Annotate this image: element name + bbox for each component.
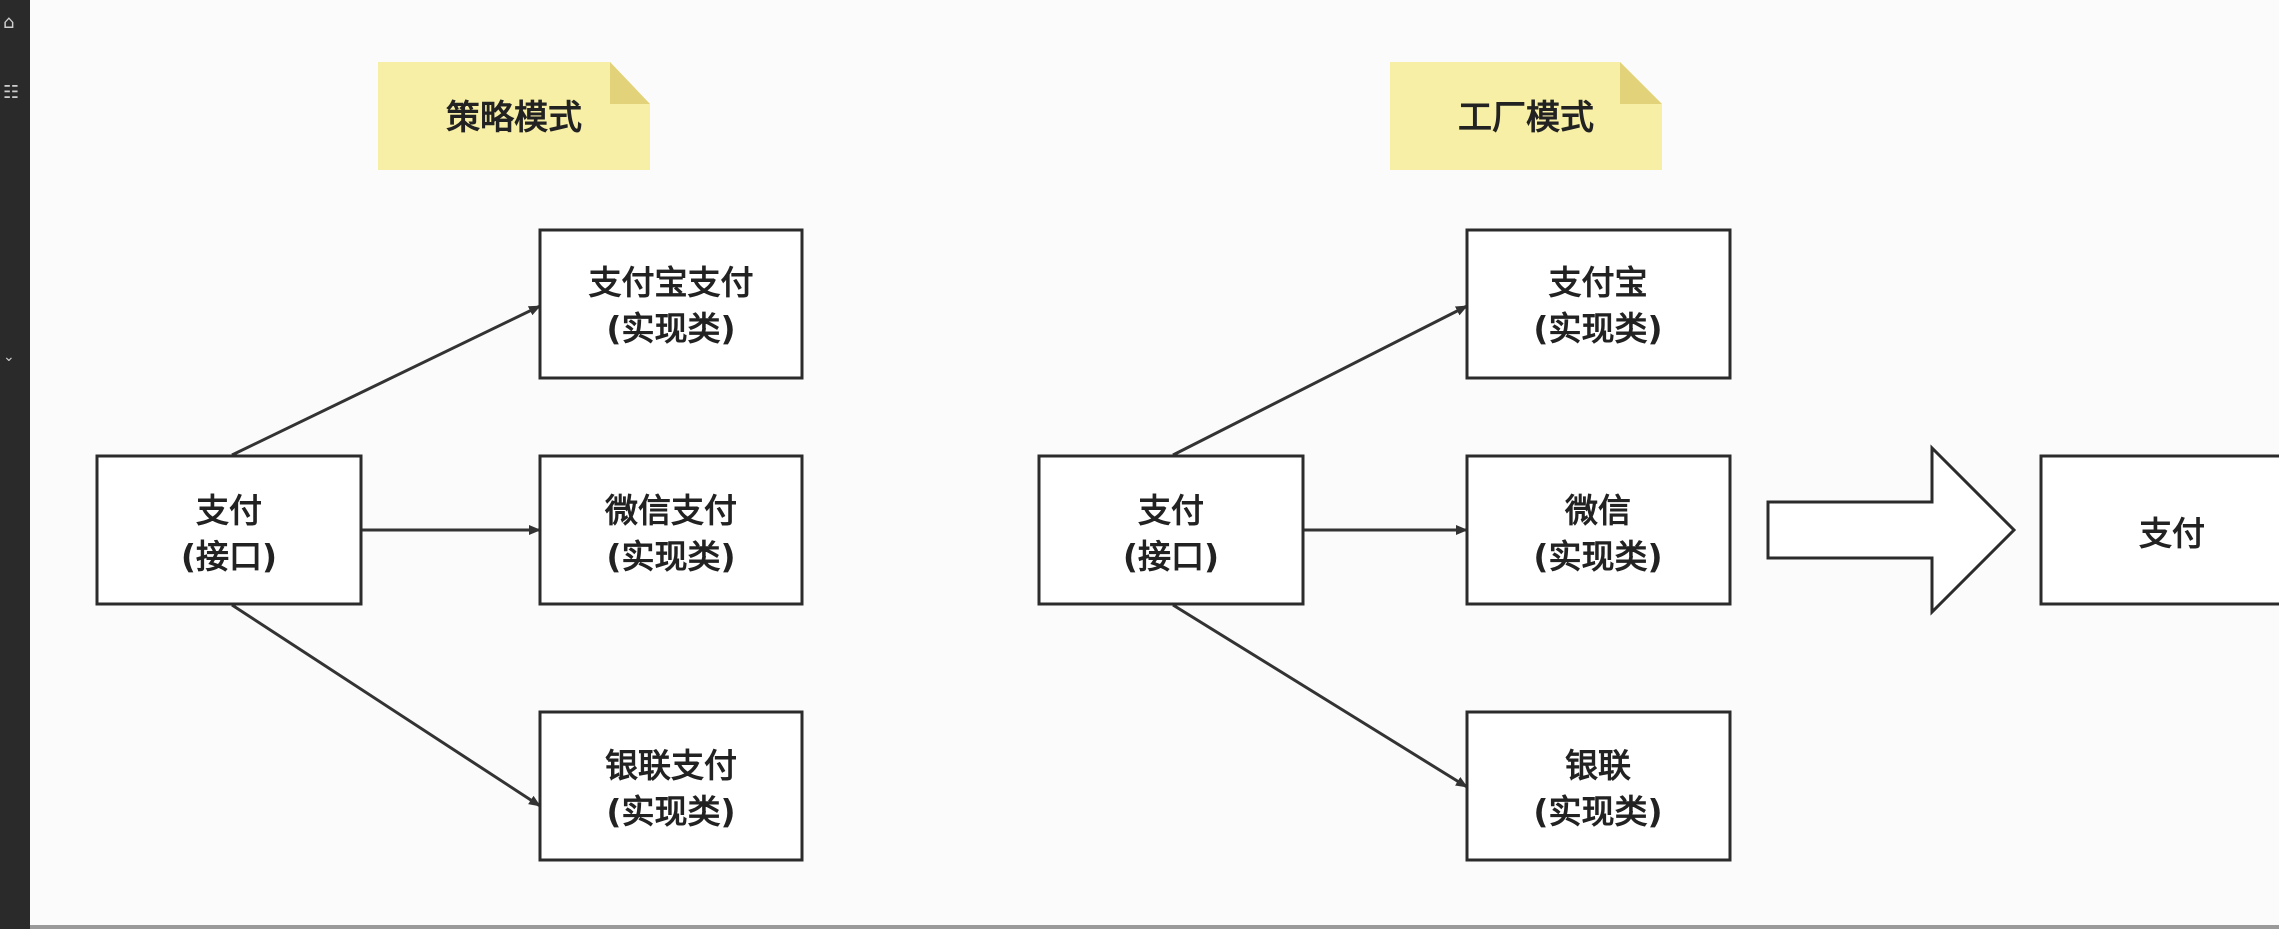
block-arrow: [1766, 444, 2017, 616]
svg-text:微信支付: 微信支付: [604, 491, 737, 530]
svg-text:(实现类): (实现类): [1533, 537, 1662, 576]
svg-text:支付宝支付: 支付宝支付: [589, 263, 754, 302]
factory-title: 工厂模式: [1458, 98, 1594, 138]
svg-text:(实现类): (实现类): [606, 537, 735, 576]
svg-text:银联: 银联: [1565, 746, 1631, 785]
svg-text:(实现类): (实现类): [1533, 309, 1662, 348]
svg-text:微信: 微信: [1564, 491, 1631, 530]
strategy-arrow-alipay: [231, 304, 541, 457]
factory-interface-box: 支付 (接口): [1037, 454, 1305, 606]
factory-impl-unionpay: 银联 (实现类): [1465, 710, 1732, 862]
strategy-title: 策略模式: [446, 98, 582, 138]
strategy-impl-alipay: 支付宝支付 (实现类): [538, 228, 804, 380]
factory-impl-wechat: 微信 (实现类): [1465, 454, 1732, 606]
factory-arrow-alipay: [1172, 304, 1468, 457]
svg-text:(实现类): (实现类): [1533, 792, 1662, 831]
factory-result-box: 支付: [2039, 454, 2279, 606]
factory-title-note: 工厂模式: [1390, 62, 1662, 170]
bottom-divider: [30, 925, 2279, 929]
svg-text:支付宝: 支付宝: [1549, 263, 1648, 302]
svg-text:(实现类): (实现类): [606, 792, 735, 831]
list-icon[interactable]: ☷: [3, 82, 20, 103]
strategy-impl-unionpay: 银联支付 (实现类): [538, 710, 804, 862]
factory-impl-alipay: 支付宝 (实现类): [1465, 228, 1732, 380]
svg-text:银联支付: 银联支付: [605, 746, 737, 785]
svg-text:(接口): (接口): [181, 537, 277, 576]
strategy-interface-box: 支付 (接口): [95, 454, 363, 606]
svg-text:支付: 支付: [196, 491, 262, 530]
side-toolbar: ⌂ ☷ ⌄: [0, 0, 30, 929]
svg-text:支付: 支付: [2139, 514, 2205, 553]
home-icon[interactable]: ⌂: [3, 12, 15, 33]
svg-text:(实现类): (实现类): [606, 309, 735, 348]
svg-text:支付: 支付: [1138, 491, 1204, 530]
strategy-title-note: 策略模式: [378, 62, 650, 170]
chevron-down-icon[interactable]: ⌄: [3, 349, 15, 365]
strategy-arrow-unionpay: [231, 603, 541, 808]
svg-text:(接口): (接口): [1123, 537, 1219, 576]
strategy-impl-wechat: 微信支付 (实现类): [538, 454, 804, 606]
factory-arrow-unionpay: [1172, 603, 1468, 789]
